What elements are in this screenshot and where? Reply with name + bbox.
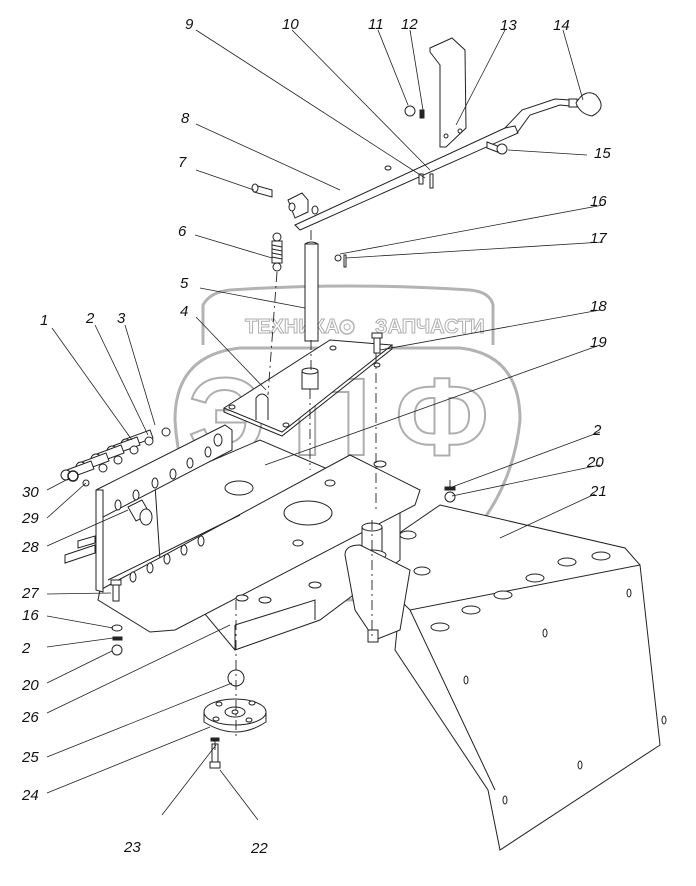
callout-20-left: 20 <box>21 677 39 694</box>
callout-11: 11 <box>368 16 384 33</box>
callout-22: 22 <box>250 840 268 857</box>
callout-16-left: 16 <box>22 607 39 624</box>
part-24-flange <box>203 698 267 733</box>
part-10-cotter <box>429 173 434 189</box>
part-14-handle <box>504 98 571 134</box>
callout-28: 28 <box>21 539 39 556</box>
callout-26: 26 <box>21 709 39 726</box>
callout-27: 27 <box>21 585 39 602</box>
part-1-holes <box>114 433 223 511</box>
callout-2-right: 2 <box>592 422 602 439</box>
watermark-right-text: ЗАПЧАСТИ <box>375 316 485 338</box>
part-16-washer-lower <box>111 624 123 632</box>
part-7-pin <box>251 183 273 198</box>
bolt-cluster <box>60 427 171 487</box>
watermark-left-text: ТЕХНИКА <box>245 316 339 338</box>
callout-10: 10 <box>282 16 299 33</box>
callout-13: 13 <box>500 17 517 34</box>
callout-19: 19 <box>590 334 607 351</box>
callout-16: 16 <box>590 193 607 210</box>
callout-2: 2 <box>85 310 95 327</box>
callout-3: 3 <box>117 310 126 327</box>
callout-4: 4 <box>180 303 188 320</box>
callout-30: 30 <box>22 484 39 501</box>
callout-14: 14 <box>553 17 570 34</box>
callout-15: 15 <box>594 145 611 162</box>
callout-24: 24 <box>21 787 39 804</box>
part-15-bolt <box>486 141 508 155</box>
part-6-spring <box>271 232 283 272</box>
callout-labels: 1 2 3 4 5 6 7 8 9 10 11 12 13 14 15 16 1… <box>21 16 611 857</box>
callout-18: 18 <box>590 298 607 315</box>
callout-2-left: 2 <box>21 640 31 657</box>
part-21-bracket <box>359 504 661 851</box>
callout-8: 8 <box>181 110 190 127</box>
part-20-nut-lower <box>111 644 123 656</box>
part-11-nut <box>404 105 416 117</box>
callout-12: 12 <box>401 16 418 33</box>
part-bushing <box>301 367 319 390</box>
callout-1: 1 <box>40 312 48 329</box>
callout-7: 7 <box>178 154 187 171</box>
part-12-washer <box>419 109 425 119</box>
part-17-pin <box>343 254 347 268</box>
callout-25: 25 <box>21 749 39 766</box>
part-28-bolt <box>127 499 153 526</box>
part-16-washer-upper <box>334 254 342 262</box>
part-14-knob <box>568 92 602 117</box>
part-9-clip <box>418 173 424 185</box>
parts <box>60 37 667 851</box>
gear-icon <box>339 319 355 335</box>
watermark-plate <box>201 284 495 345</box>
callout-5: 5 <box>180 275 189 292</box>
part-1-lower-holes <box>129 535 205 583</box>
leader-lines <box>46 29 604 821</box>
callout-6: 6 <box>178 223 187 240</box>
part-27-bolt <box>110 579 122 602</box>
callout-17: 17 <box>590 230 607 247</box>
callout-20-right: 20 <box>586 454 604 471</box>
part-13-plate <box>429 37 467 148</box>
watermark-letter-3: Ф <box>395 356 489 479</box>
callout-9: 9 <box>185 16 194 33</box>
part-8-clevis <box>287 192 309 219</box>
part-4-lug <box>255 393 269 420</box>
part-1-side-plate <box>95 424 233 593</box>
part-2-washer-lower <box>112 636 123 641</box>
part-21-holes <box>399 530 667 805</box>
part-19-mount-plate <box>97 454 421 633</box>
part-20-nut-right <box>444 491 456 503</box>
callout-29: 29 <box>21 510 39 527</box>
part-18-bolt <box>371 332 383 354</box>
callout-23: 23 <box>123 839 141 856</box>
callout-21: 21 <box>589 483 607 500</box>
part-8-lever-arm <box>294 125 519 231</box>
part-5-rod <box>304 241 319 342</box>
